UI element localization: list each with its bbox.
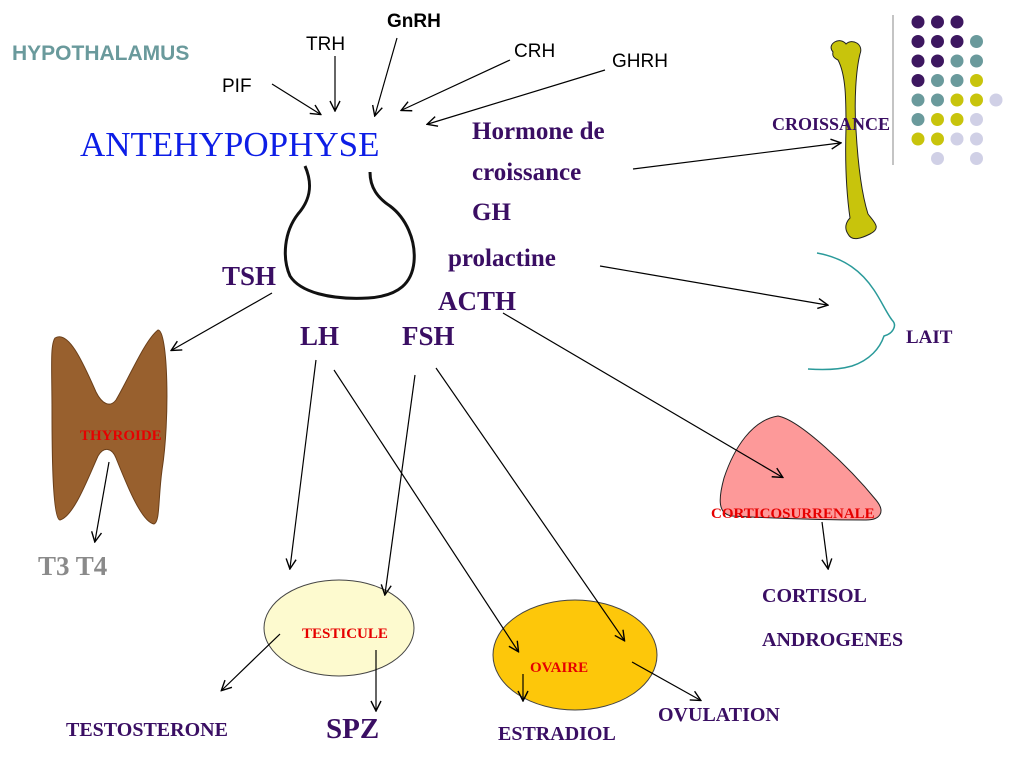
thyroid-shape: [51, 329, 168, 525]
decor-dot: [950, 54, 964, 68]
pif-label: PIF: [222, 76, 252, 97]
prolactine-label: prolactine: [448, 245, 556, 272]
corticosurrenale-label: CORTICOSURRENALE: [711, 506, 875, 522]
cortisol-label: CORTISOL: [762, 585, 867, 607]
ghrh-label: GHRH: [612, 51, 668, 72]
lait-label: LAIT: [906, 327, 953, 348]
crh-label: CRH: [514, 41, 555, 62]
arrow-cortico: [822, 521, 828, 568]
decor-dot: [970, 113, 983, 126]
decor-dot: [911, 113, 925, 126]
lh-label: LH: [300, 321, 339, 351]
arrow-ghrh: [428, 69, 606, 124]
decor-dot: [911, 132, 925, 146]
decor-dot: [950, 113, 964, 126]
thyroide-label: THYROIDE: [80, 428, 162, 444]
fsh-label: FSH: [402, 321, 455, 351]
decor-dot: [950, 132, 964, 146]
bone-shape: [830, 40, 877, 240]
arrow-thyroid: [95, 461, 110, 541]
dot-grid-decoration: [911, 15, 1003, 165]
gh-label: GH: [472, 199, 511, 226]
decor-dot: [911, 93, 925, 107]
decor-dot: [931, 54, 944, 68]
arrow-fsh-testicule: [385, 374, 416, 594]
ovulation-label: OVULATION: [658, 704, 780, 726]
corticosurrenale-shape: [719, 415, 882, 521]
gnrh-label: GnRH: [387, 11, 441, 32]
arrow-gh: [632, 143, 840, 170]
decor-dot: [970, 74, 983, 87]
t3t4-label: T3 T4: [38, 551, 107, 581]
decor-dot: [931, 152, 944, 165]
tsh-label: TSH: [222, 261, 276, 291]
decor-dot: [931, 35, 944, 48]
arrow-lh-ovaire: [333, 369, 518, 651]
acth-label: ACTH: [438, 286, 516, 316]
testosterone-label: TESTOSTERONE: [66, 719, 228, 741]
ovaire-label: OVAIRE: [530, 660, 588, 676]
spz-label: SPZ: [326, 713, 379, 745]
arrow-fsh-ovaire: [435, 367, 624, 640]
decor-dot: [931, 132, 944, 146]
arrow-ovulation: [631, 661, 700, 700]
decor-dot: [911, 54, 925, 68]
arrow-pif: [271, 83, 320, 114]
arrow-testosterone: [222, 633, 281, 690]
decor-dot: [950, 15, 964, 29]
croissance-target-label: CROISSANCE: [772, 114, 890, 134]
trh-label: TRH: [306, 34, 345, 55]
testicule-label: TESTICULE: [302, 626, 388, 642]
hypothalamus-label: HYPOTHALAMUS: [12, 42, 189, 65]
decor-dot: [931, 93, 944, 107]
arrow-gnrh: [375, 37, 398, 115]
decor-dot: [950, 74, 964, 87]
hormone-de-label: Hormone de: [472, 118, 605, 145]
decor-dot: [931, 113, 944, 126]
croissance-hormone-label: croissance: [472, 159, 581, 186]
decor-dot: [931, 74, 944, 87]
arrow-crh: [402, 59, 511, 110]
decor-dot: [970, 35, 983, 48]
decor-dot: [970, 132, 983, 146]
antehypophyse-label: ANTEHYPOPHYSE: [80, 125, 379, 164]
arrow-tsh: [172, 292, 273, 350]
ovaire-shape: [492, 599, 658, 711]
decor-dot: [970, 54, 983, 68]
pituitary-outline: [283, 165, 416, 300]
breast-shape: [807, 252, 896, 371]
decor-dot: [911, 15, 925, 29]
decor-dot: [970, 93, 983, 107]
decor-dot: [950, 35, 964, 48]
arrow-prolactine: [599, 265, 827, 305]
decor-dot: [950, 93, 964, 107]
arrow-acth: [502, 312, 782, 477]
decor-dot: [970, 152, 983, 165]
decor-dot: [911, 35, 925, 48]
estradiol-label: ESTRADIOL: [498, 723, 616, 745]
decor-dot: [989, 93, 1003, 107]
arrow-lh-testicule: [290, 359, 317, 568]
androgenes-label: ANDROGENES: [762, 629, 903, 651]
decor-dot: [931, 15, 944, 29]
decor-dot: [911, 74, 925, 87]
